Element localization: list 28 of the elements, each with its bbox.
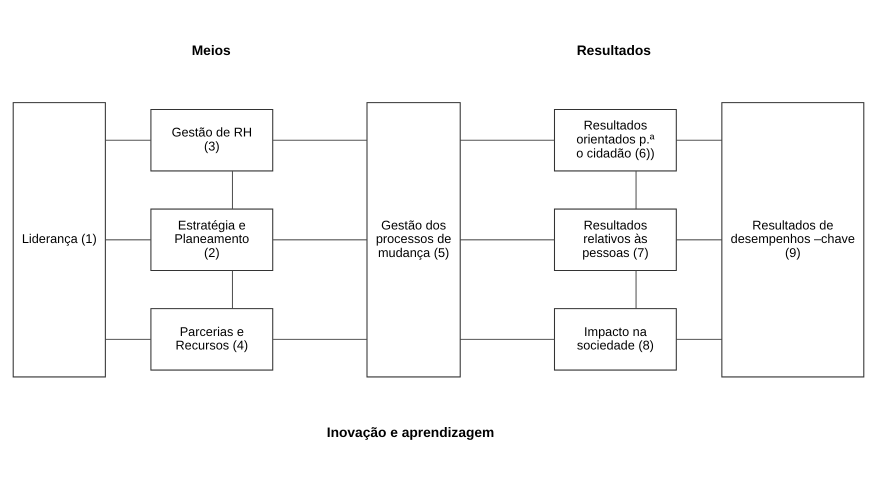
connector (676, 338, 722, 340)
connector (232, 270, 233, 308)
connector (105, 338, 151, 340)
connector (636, 270, 637, 308)
label: Inovação e aprendizagem (326, 424, 494, 440)
node-box: Impacto na sociedade (8) (554, 308, 677, 370)
connector (232, 170, 233, 208)
label: Meios (192, 42, 231, 58)
node-box: Gestão de RH (3) (150, 108, 274, 171)
connector (105, 139, 151, 140)
node-box: Resultados orientados p.ª o cidadão (6)) (554, 108, 677, 171)
node-box: Gestão dos processos de mudança (5) (366, 102, 461, 377)
connector (460, 238, 554, 240)
connector (676, 238, 722, 240)
node-box: Resultados relativos às pessoas (7) (554, 208, 677, 271)
connector (272, 338, 367, 340)
connector (105, 238, 151, 240)
node-box: Estratégia e Planeamento (2) (150, 208, 274, 271)
connector (460, 139, 554, 140)
connector (636, 170, 637, 208)
connector (272, 238, 367, 240)
node-box: Liderança (1) (12, 102, 106, 377)
connector (460, 338, 554, 340)
connector (676, 139, 722, 140)
node-box: Resultados de desempenhos –chave (9) (721, 102, 864, 377)
label: Resultados (576, 42, 651, 58)
node-box: Parcerias e Recursos (4) (150, 308, 274, 370)
connector (272, 139, 367, 140)
